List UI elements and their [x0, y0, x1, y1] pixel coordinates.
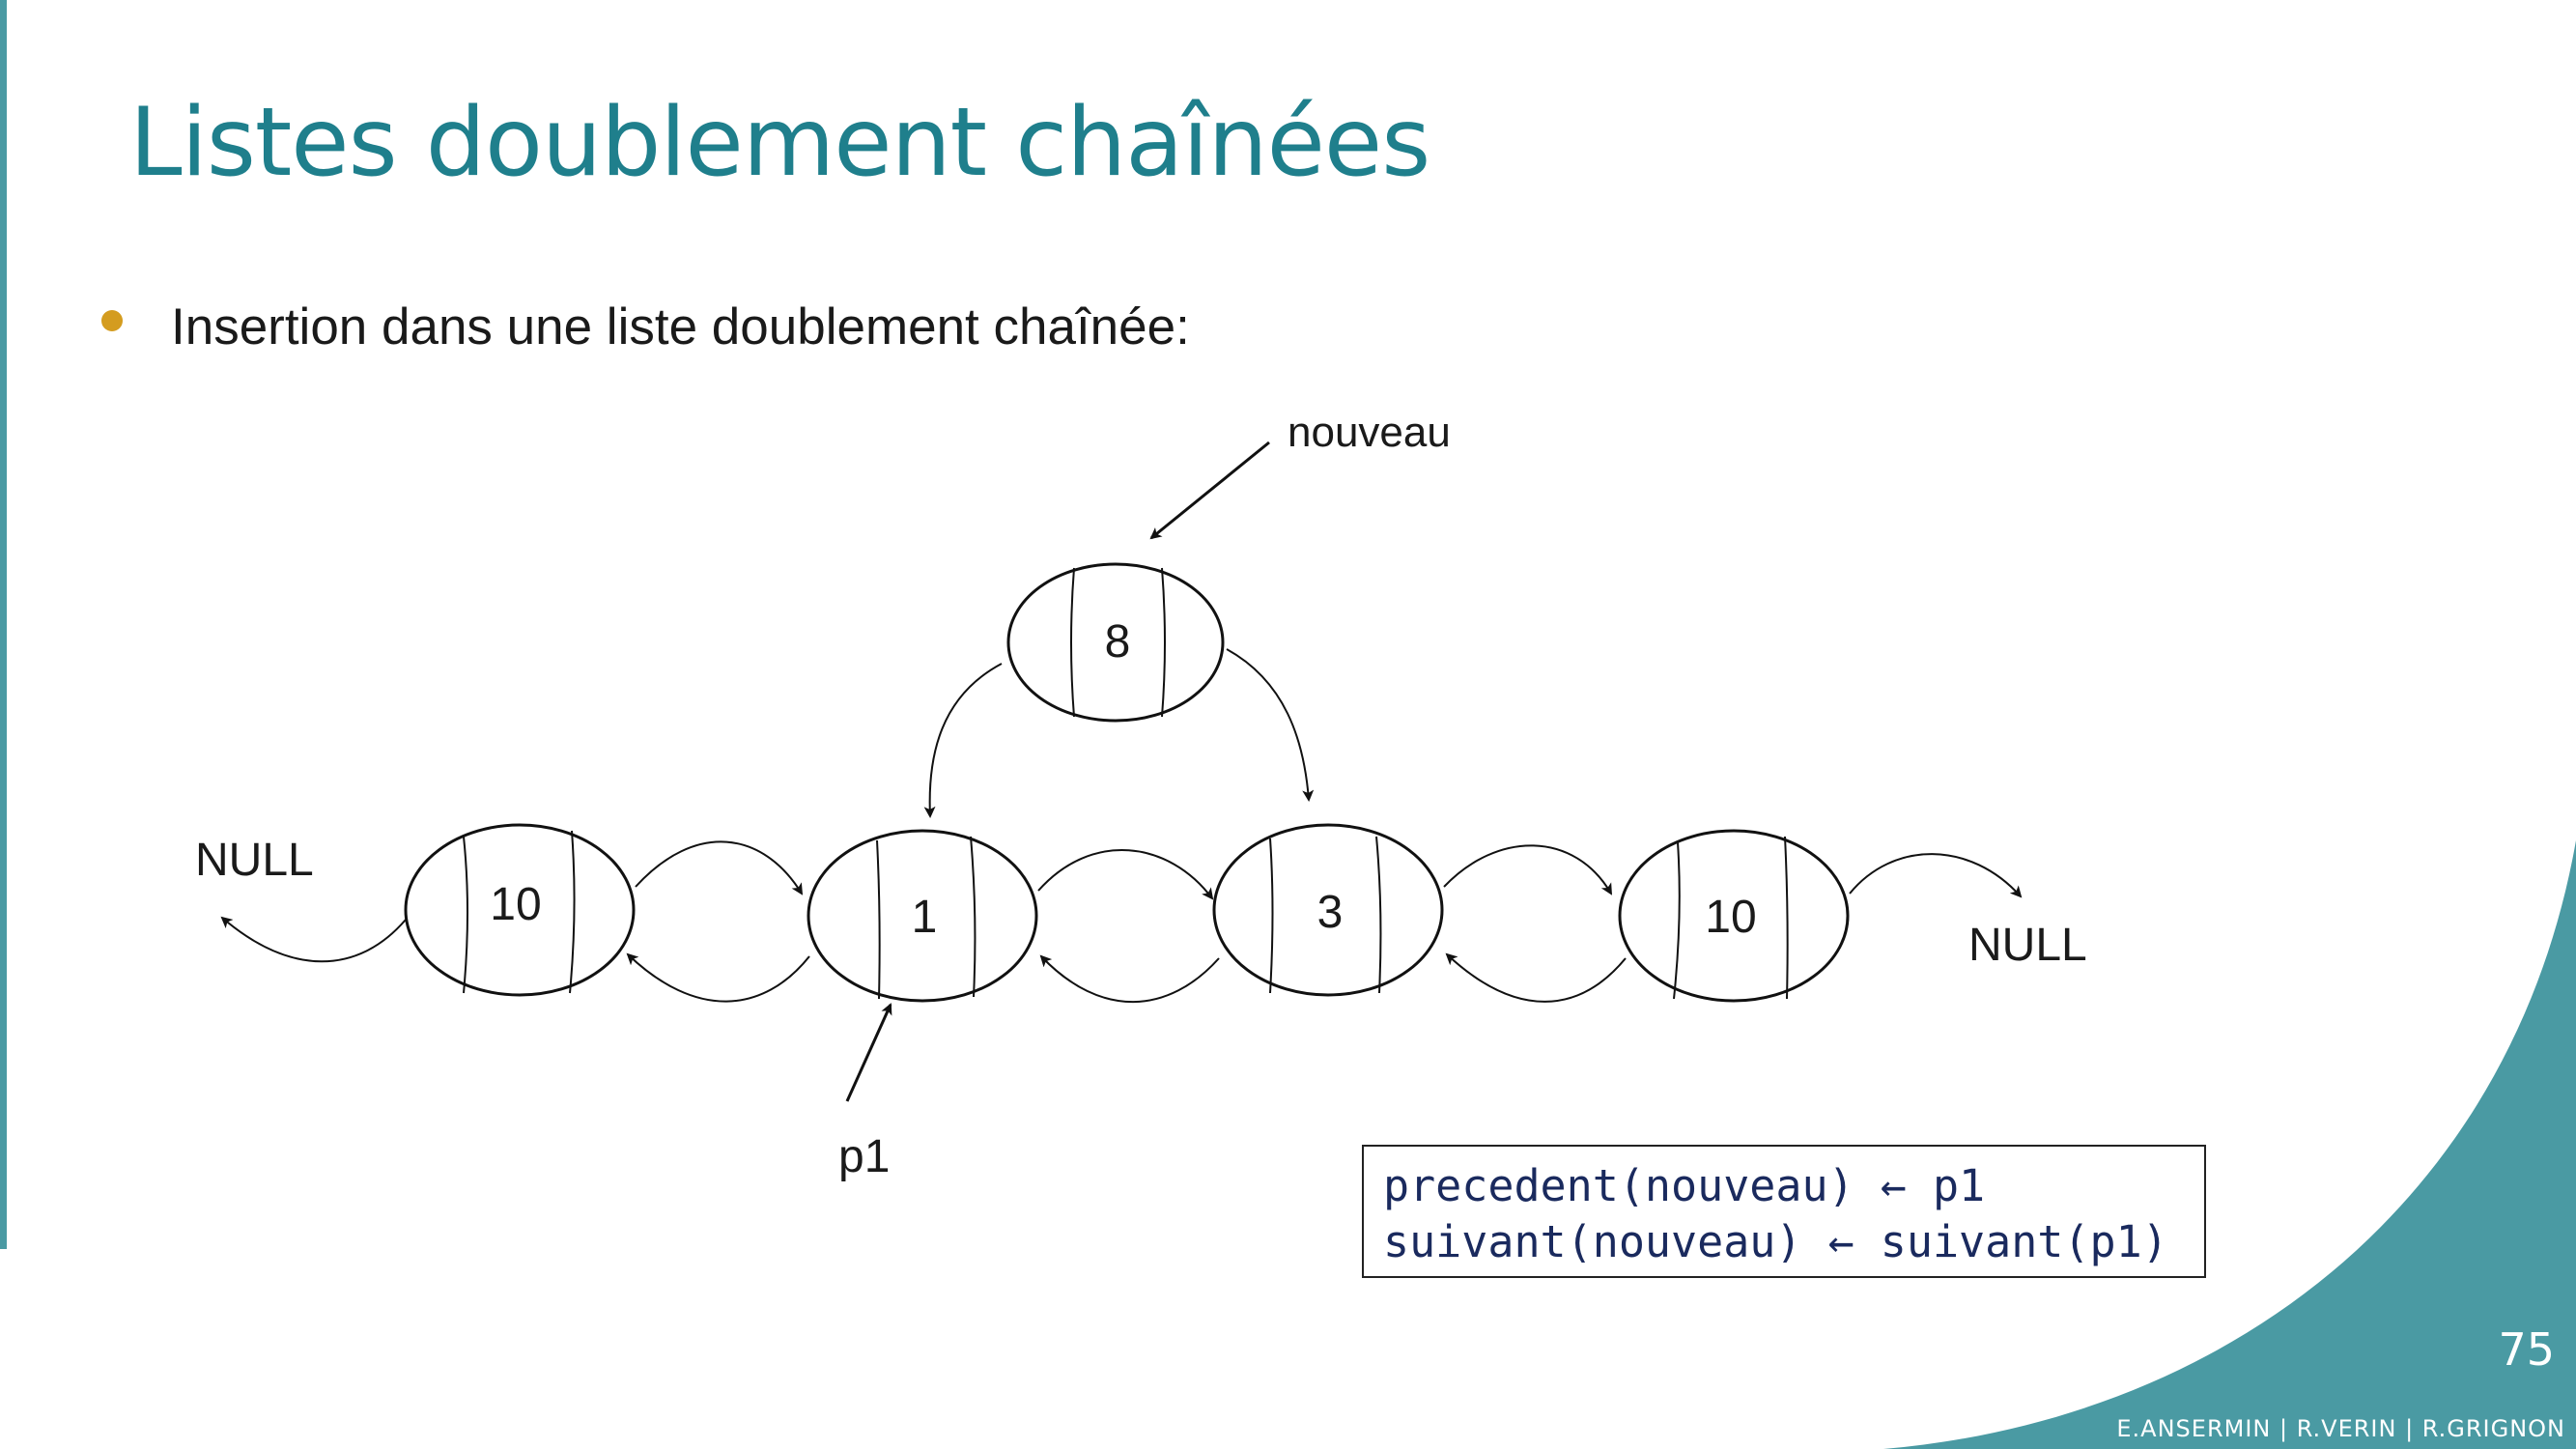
footer-authors: E.ANSERMIN | R.VERIN | R.GRIGNON — [2116, 1415, 2565, 1442]
prev-arrow-null — [220, 916, 407, 963]
prev-arrow — [1039, 954, 1220, 1004]
bullet-text: Insertion dans une liste doublement chaî… — [171, 298, 1190, 355]
code-line: suivant(nouveau) ← suivant(p1) — [1383, 1216, 2168, 1267]
node-value: 8 — [1105, 616, 1131, 668]
next-arrow-null — [1849, 853, 2023, 898]
list-node-new: 8 — [1006, 562, 1225, 723]
node-value: 3 — [1317, 887, 1344, 938]
node-value: 10 — [490, 879, 541, 930]
prev-arrow — [626, 952, 810, 1003]
p1-pointer-arrow — [845, 1003, 892, 1102]
new-prev-arrow — [923, 663, 1003, 818]
prev-arrow — [1445, 952, 1627, 1003]
left-accent-bar — [0, 0, 7, 1249]
list-node: 3 — [1212, 823, 1444, 997]
list-node: 10 — [1618, 829, 1850, 1003]
new-next-arrow — [1226, 648, 1315, 802]
null-right-label: NULL — [1968, 920, 2087, 971]
nouveau-pointer-arrow — [1149, 440, 1270, 540]
page-number: 75 — [2498, 1323, 2555, 1376]
next-arrow — [635, 840, 804, 895]
node-value: 10 — [1705, 892, 1756, 943]
nouveau-label: nouveau — [1288, 409, 1451, 456]
node-value: 1 — [912, 892, 938, 943]
next-arrow — [1443, 844, 1613, 895]
null-left-label: NULL — [195, 835, 314, 886]
list-node: 1 — [807, 829, 1038, 1003]
next-arrow — [1037, 849, 1214, 900]
p1-label: p1 — [838, 1131, 890, 1182]
code-line: precedent(nouveau) ← p1 — [1383, 1160, 1986, 1211]
bullet-icon — [101, 310, 123, 331]
slide-title: Listes doublement chaînées — [129, 88, 1430, 198]
list-node: 10 — [404, 823, 636, 997]
